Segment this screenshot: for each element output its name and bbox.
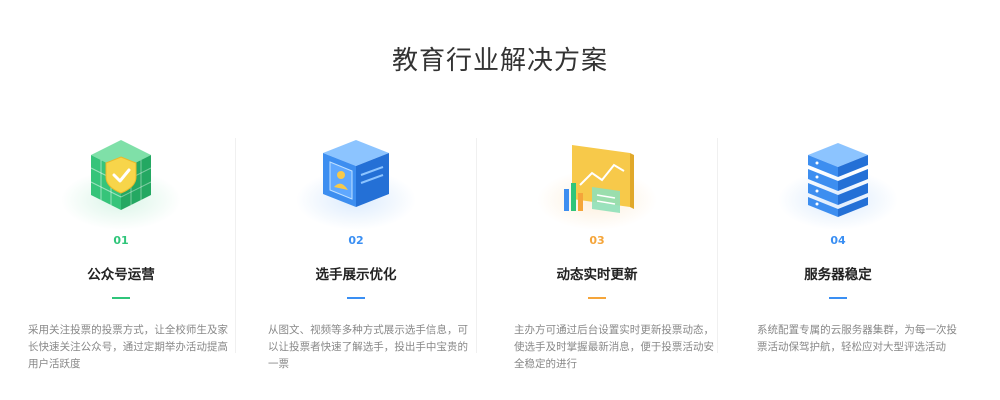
accent-line — [347, 297, 365, 299]
solution-cards: 01 公众号运营 采用关注投票的投票方式，让全校师生及家长快速关注公众号，通过定… — [0, 130, 1000, 380]
divider — [717, 138, 718, 353]
card-number: 01 — [113, 234, 129, 247]
server-stack-icon — [808, 143, 868, 217]
card-description: 主办方可通过后台设置实时更新投票动态，使选手及时掌握最新消息，便于投票活动安全稳… — [514, 324, 714, 370]
accent-line — [829, 297, 847, 299]
card-number: 04 — [830, 234, 846, 247]
card-number: 02 — [348, 234, 364, 247]
card-realtime-update: 03 动态实时更新 主办方可通过后台设置实时更新投票动态，使选手及时掌握最新消息… — [476, 130, 718, 380]
realtime-chart-icon — [564, 145, 634, 213]
card-server-stable: 04 服务器稳定 系统配置专属的云服务器集群，为每一次投票活动保驾护航，轻松应对… — [717, 130, 959, 380]
card-title: 服务器稳定 — [804, 267, 872, 283]
accent-line — [112, 297, 130, 299]
card-contestant-display: 02 选手展示优化 从图文、视频等多种方式展示选手信息，可以让投票者快速了解选手… — [235, 130, 477, 380]
card-title: 选手展示优化 — [315, 267, 397, 283]
card-description: 从图文、视频等多种方式展示选手信息，可以让投票者快速了解选手，投出手中宝贵的一票 — [268, 324, 468, 370]
card-number: 03 — [589, 234, 605, 247]
wechat-cube-shield-icon — [90, 140, 152, 210]
divider — [476, 138, 477, 353]
card-wechat-operation: 01 公众号运营 采用关注投票的投票方式，让全校师生及家长快速关注公众号，通过定… — [0, 130, 242, 380]
divider — [235, 138, 236, 353]
page-title: 教育行业解决方案 — [391, 46, 608, 76]
card-title: 动态实时更新 — [556, 267, 638, 283]
card-description: 采用关注投票的投票方式，让全校师生及家长快速关注公众号，通过定期举办活动提高用户… — [28, 324, 228, 370]
card-description: 系统配置专属的云服务器集群，为每一次投票活动保驾护航，轻松应对大型评选活动 — [757, 324, 957, 353]
accent-line — [588, 297, 606, 299]
profile-box-icon — [323, 140, 389, 207]
card-title: 公众号运营 — [87, 267, 155, 283]
